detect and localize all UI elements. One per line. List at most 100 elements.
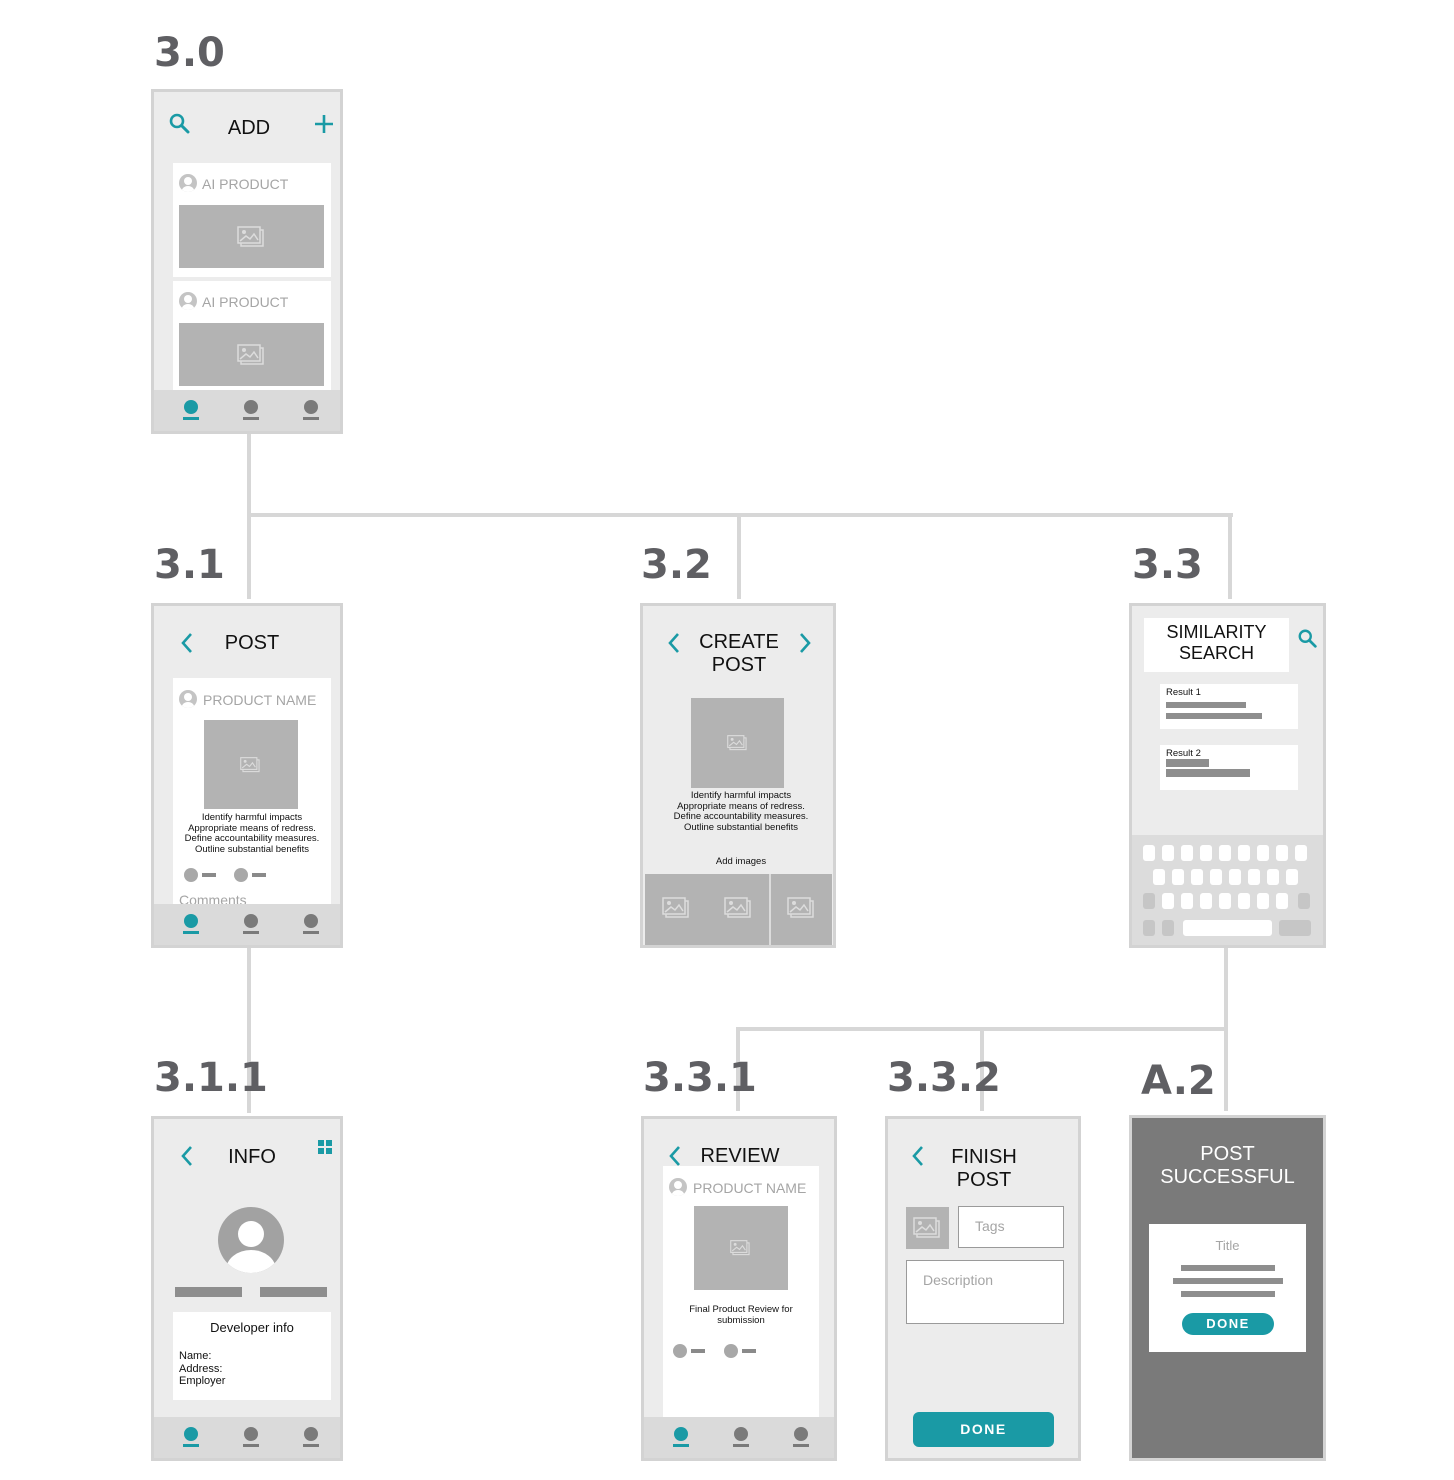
keyboard-key[interactable] xyxy=(1162,893,1174,909)
keyboard-key[interactable] xyxy=(1143,845,1155,861)
chevron-left-icon[interactable] xyxy=(667,632,681,654)
done-button[interactable]: DONE xyxy=(1182,1313,1274,1335)
keyboard-key[interactable] xyxy=(1257,893,1269,909)
connector-to-31 xyxy=(247,513,251,599)
product-card[interactable]: AI PRODUCT xyxy=(173,281,331,395)
keyboard-key[interactable] xyxy=(1181,893,1193,909)
developer-info-heading: Developer info xyxy=(210,1320,294,1335)
screen-post-successful: POST SUCCESSFUL Title DONE xyxy=(1129,1115,1326,1461)
keyboard-key[interactable] xyxy=(1172,869,1184,885)
comment-indicator[interactable] xyxy=(234,868,248,882)
dialog-line xyxy=(1173,1278,1283,1284)
post-text-line: Define accountability measures. xyxy=(673,811,809,822)
keyboard-key[interactable] xyxy=(1200,845,1212,861)
like-indicator[interactable] xyxy=(184,868,198,882)
keyboard-key[interactable] xyxy=(1200,893,1212,909)
keyboard-key[interactable] xyxy=(1162,845,1174,861)
keyboard-key[interactable] xyxy=(1229,869,1241,885)
search-result[interactable]: Result 2 xyxy=(1160,745,1298,790)
keyboard[interactable] xyxy=(1132,835,1323,945)
tab-second[interactable] xyxy=(243,914,259,937)
tags-placeholder: Tags xyxy=(975,1218,1005,1234)
tab-third[interactable] xyxy=(303,914,319,937)
like-indicator[interactable] xyxy=(673,1344,687,1358)
backspace-key[interactable] xyxy=(1298,893,1310,909)
image-slot[interactable] xyxy=(707,874,769,945)
image-icon xyxy=(724,897,751,918)
search-result[interactable]: Result 1 xyxy=(1160,684,1298,729)
comment-bar xyxy=(742,1349,756,1353)
shift-key[interactable] xyxy=(1143,893,1155,909)
comment-indicator[interactable] xyxy=(724,1344,738,1358)
stat-bar xyxy=(260,1287,327,1297)
image-slot[interactable] xyxy=(645,874,707,945)
done-button[interactable]: DONE xyxy=(913,1412,1054,1447)
tab-second[interactable] xyxy=(243,400,259,423)
tab-bar xyxy=(644,1417,834,1458)
title-line: SEARCH xyxy=(1178,643,1254,663)
search-icon[interactable] xyxy=(168,112,192,136)
image-icon xyxy=(726,735,747,751)
product-card[interactable]: AI PRODUCT xyxy=(173,163,331,277)
chevron-left-icon[interactable] xyxy=(668,1145,682,1167)
keyboard-key[interactable] xyxy=(1248,869,1260,885)
plus-icon[interactable] xyxy=(313,113,335,135)
post-image[interactable] xyxy=(691,698,784,788)
keyboard-key[interactable] xyxy=(1257,845,1269,861)
title-line: SUCCESSFUL xyxy=(1160,1166,1295,1188)
keyboard-key[interactable] xyxy=(1181,845,1193,861)
keyboard-key[interactable] xyxy=(1191,869,1203,885)
mode-key[interactable] xyxy=(1143,920,1155,936)
chevron-right-icon[interactable] xyxy=(798,632,812,654)
dialog-line xyxy=(1181,1291,1275,1297)
attached-image[interactable] xyxy=(906,1207,949,1249)
product-image xyxy=(204,720,298,809)
tab-home[interactable] xyxy=(183,400,199,423)
tab-second[interactable] xyxy=(243,1427,259,1450)
review-text-line: Final Product Review for xyxy=(689,1304,793,1315)
keyboard-key[interactable] xyxy=(1276,845,1288,861)
keyboard-key[interactable] xyxy=(1295,845,1307,861)
tags-input[interactable]: Tags xyxy=(958,1206,1064,1248)
keyboard-key[interactable] xyxy=(1286,869,1298,885)
screen-title: ADD xyxy=(227,117,271,139)
grid-icon[interactable] xyxy=(317,1139,333,1155)
avatar-icon xyxy=(179,174,197,192)
chevron-left-icon[interactable] xyxy=(180,632,194,654)
result-line xyxy=(1166,713,1262,719)
chevron-left-icon[interactable] xyxy=(180,1145,194,1167)
keyboard-key[interactable] xyxy=(1238,893,1250,909)
avatar-icon xyxy=(179,292,197,310)
chevron-left-icon[interactable] xyxy=(911,1145,925,1167)
product-name: PRODUCT NAME xyxy=(203,692,317,708)
emoji-key[interactable] xyxy=(1162,920,1174,936)
return-key[interactable] xyxy=(1279,920,1311,936)
developer-name: Name: xyxy=(179,1350,212,1362)
keyboard-key[interactable] xyxy=(1219,893,1231,909)
image-slot[interactable] xyxy=(771,874,832,945)
search-header-box[interactable] xyxy=(1144,618,1289,672)
developer-employer: Employer xyxy=(179,1375,226,1387)
image-picker xyxy=(645,874,832,945)
tab-third[interactable] xyxy=(793,1427,809,1450)
tab-home[interactable] xyxy=(183,1427,199,1450)
screen-title: FINISH POST xyxy=(934,1146,1034,1192)
title-line: POST xyxy=(1200,1143,1255,1165)
keyboard-key[interactable] xyxy=(1219,845,1231,861)
keyboard-key[interactable] xyxy=(1210,869,1222,885)
tab-bar xyxy=(154,904,340,945)
tab-third[interactable] xyxy=(303,1427,319,1450)
tab-second[interactable] xyxy=(733,1427,749,1450)
tab-home[interactable] xyxy=(673,1427,689,1450)
keyboard-key[interactable] xyxy=(1238,845,1250,861)
keyboard-key[interactable] xyxy=(1153,869,1165,885)
space-key[interactable] xyxy=(1183,920,1272,936)
keyboard-key[interactable] xyxy=(1276,893,1288,909)
avatar-icon xyxy=(179,690,197,708)
tab-home[interactable] xyxy=(183,914,199,937)
description-input[interactable]: Description xyxy=(906,1260,1064,1324)
keyboard-key[interactable] xyxy=(1267,869,1279,885)
search-icon[interactable] xyxy=(1297,628,1319,650)
screen-add: ADD AI PRODUCT AI PRODUCT xyxy=(151,89,343,434)
tab-third[interactable] xyxy=(303,400,319,423)
